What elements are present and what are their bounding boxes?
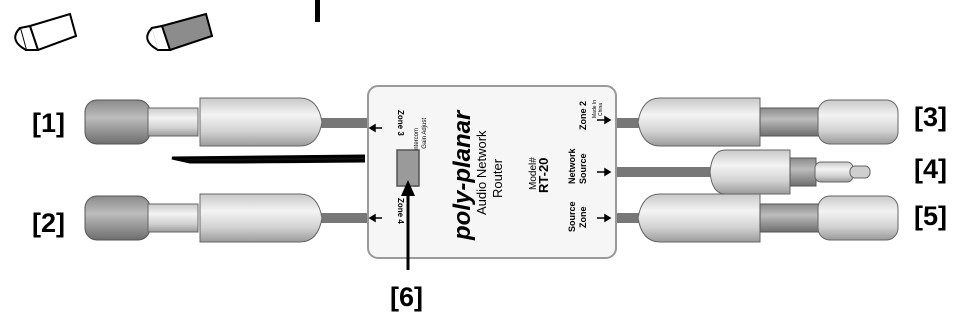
brand-logo: poly-planar xyxy=(449,109,476,241)
label-made-in-line2: China xyxy=(598,103,604,116)
connector-3 xyxy=(637,97,899,147)
cable-1 xyxy=(310,118,380,128)
cable-2 xyxy=(310,213,380,223)
connector-2 xyxy=(84,193,323,243)
filled-plug-icon xyxy=(146,12,214,51)
empty-plug-icon xyxy=(14,12,78,51)
callout-5: [5] xyxy=(914,201,947,231)
model-label: Model# xyxy=(528,157,539,190)
cable-4 xyxy=(610,167,725,177)
label-zone2: Zone 2 xyxy=(578,101,588,130)
cables xyxy=(171,118,725,223)
cable-5 xyxy=(610,213,660,223)
label-network-source-line2: Source xyxy=(578,153,588,184)
label-gain-line2: Gain Adjust xyxy=(422,118,428,149)
callout-6: [6] xyxy=(390,282,423,312)
callout-3: [3] xyxy=(914,102,947,132)
product-name-line1: Audio Network xyxy=(474,130,489,215)
label-source-zone-line2: Zone xyxy=(578,207,588,229)
connector-4 xyxy=(709,149,871,195)
leader-line-6 xyxy=(401,180,415,270)
divider-mark xyxy=(315,0,320,22)
port-arrows xyxy=(368,115,612,223)
label-network-source-line1: Network xyxy=(567,147,577,184)
label-made-in-line1: Made In xyxy=(592,100,598,118)
callout-4: [4] xyxy=(914,154,947,184)
label-zone3: Zone 3 xyxy=(396,110,405,136)
connector-1 xyxy=(84,97,323,147)
label-zone4: Zone 4 xyxy=(396,198,405,224)
model-value: RT-20 xyxy=(536,158,551,193)
product-name-line2: Router xyxy=(490,158,505,198)
callout-1: [1] xyxy=(32,108,65,138)
connector-5 xyxy=(637,193,899,243)
cable-3 xyxy=(610,118,660,128)
callout-2: [2] xyxy=(32,208,65,238)
label-source-zone-line1: Source xyxy=(567,201,577,232)
router-housing xyxy=(367,85,617,259)
screwdriver-cable xyxy=(171,154,366,164)
